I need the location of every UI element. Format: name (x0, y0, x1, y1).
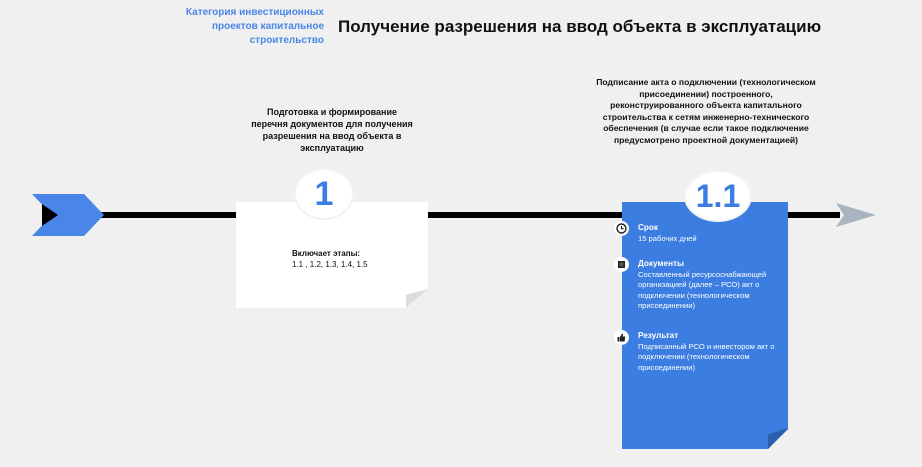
term-block: Срок 15 рабочих дней (638, 223, 786, 244)
start-arrow-icon (32, 194, 104, 236)
step-1-includes-value: 1.1 , 1.2, 1.3, 1.4, 1.5 (292, 260, 368, 269)
page-title: Получение разрешения на ввод объекта в э… (338, 17, 822, 36)
start-arrow-tip (42, 204, 58, 226)
step-1-card-text: Включает этапы: 1.1 , 1.2, 1.3, 1.4, 1.5 (240, 248, 424, 270)
step-1-1-badge: 1.1 (686, 172, 750, 220)
document-icon (614, 257, 629, 272)
step-1-description: Подготовка и формирование перечня докуме… (251, 107, 413, 153)
step-1-card (236, 202, 428, 308)
step-1-includes-label: Включает этапы: (292, 249, 361, 258)
documents-block: Документы Составленный ресурсоснабжающей… (638, 259, 786, 312)
result-block: Результат Подписанный РСО и инвестором а… (638, 331, 786, 373)
result-value: Подписанный РСО и инвестором акт о подкл… (638, 341, 775, 372)
step-1-1-card (622, 202, 788, 449)
step-1-1-description: Подписание акта о подключении (технологи… (596, 77, 816, 145)
end-arrow-icon (836, 203, 876, 227)
clock-icon (614, 221, 629, 236)
category-label: Категория инвестиционных проектов капита… (185, 7, 324, 46)
documents-label: Документы (638, 259, 685, 268)
result-label: Результат (638, 331, 679, 340)
term-label: Срок (638, 223, 659, 232)
documents-value: Составленный ресурсоснабжающей организац… (638, 269, 767, 311)
term-value: 15 рабочих дней (638, 233, 697, 243)
thumbs-up-icon (614, 330, 629, 345)
step-1-badge: 1 (296, 170, 352, 218)
